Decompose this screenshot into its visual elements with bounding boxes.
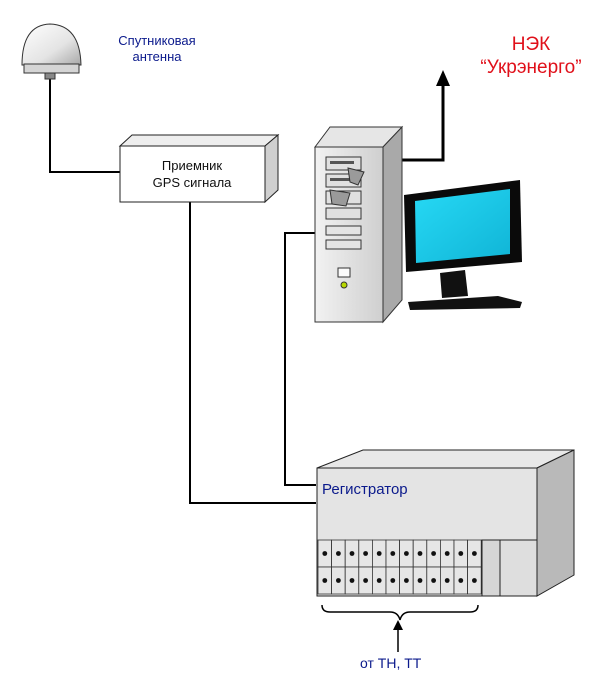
terminal-screw-icon bbox=[431, 578, 436, 583]
terminal-screw-icon bbox=[336, 551, 341, 556]
terminal-screw-icon bbox=[376, 578, 382, 583]
satellite-antenna-icon bbox=[21, 23, 82, 80]
gps-receiver-label-line1: Приемник bbox=[161, 158, 223, 173]
pc-to-registrator-wire bbox=[284, 232, 316, 486]
terminal-screw-icon bbox=[417, 551, 423, 556]
pc-tower-icon bbox=[314, 125, 404, 324]
terminal-screw-icon bbox=[390, 578, 396, 583]
terminal-screw-icon bbox=[349, 551, 355, 556]
antenna-label-line1: Спутниковая bbox=[118, 33, 196, 48]
arrow-up-icon bbox=[436, 70, 450, 86]
pc-to-nek-wire bbox=[402, 82, 445, 162]
antenna-label: Спутниковая антенна bbox=[102, 33, 212, 65]
terminal-screw-icon bbox=[417, 578, 423, 583]
terminal-screw-icon bbox=[376, 551, 382, 556]
terminal-screw-icon bbox=[390, 551, 396, 556]
gps-receiver-label: Приемник GPS сигнала bbox=[127, 157, 257, 191]
terminal-screw-icon bbox=[458, 578, 464, 583]
nek-label-line1: НЭК bbox=[511, 34, 551, 55]
gps-to-registrator-wire bbox=[189, 202, 316, 504]
terminal-screw-icon bbox=[472, 578, 477, 583]
nek-label-line2: “Укрэнерго” bbox=[480, 57, 582, 78]
terminal-screw-icon bbox=[404, 578, 409, 583]
input-brace bbox=[321, 604, 479, 621]
terminal-screw-icon bbox=[336, 578, 341, 583]
nek-label: НЭК “Укрэнерго” bbox=[466, 33, 596, 79]
terminal-block bbox=[317, 539, 482, 595]
terminal-screw-icon bbox=[431, 551, 436, 556]
terminal-screw-icon bbox=[322, 551, 328, 556]
terminal-screw-icon bbox=[322, 578, 328, 583]
antenna-cable bbox=[49, 78, 120, 173]
wires bbox=[49, 78, 445, 504]
monitor-icon bbox=[404, 180, 522, 310]
inputs-label: от ТН, ТТ bbox=[360, 655, 422, 671]
terminal-screw-icon bbox=[349, 578, 355, 583]
registrator-label: Регистратор bbox=[322, 481, 408, 498]
terminal-screw-icon bbox=[363, 551, 368, 556]
terminal-screw-icon bbox=[404, 551, 409, 556]
terminal-screw-icon bbox=[444, 578, 450, 583]
terminal-screw-icon bbox=[472, 551, 477, 556]
antenna-label-line2: антенна bbox=[132, 49, 182, 64]
gps-receiver-label-line2: GPS сигнала bbox=[152, 175, 232, 190]
gps-receiver-box bbox=[118, 133, 280, 204]
arrow-up-icon bbox=[393, 620, 403, 630]
terminal-screw-icon bbox=[363, 578, 368, 583]
terminal-screw-icon bbox=[444, 551, 450, 556]
terminal-screw-icon bbox=[458, 551, 464, 556]
